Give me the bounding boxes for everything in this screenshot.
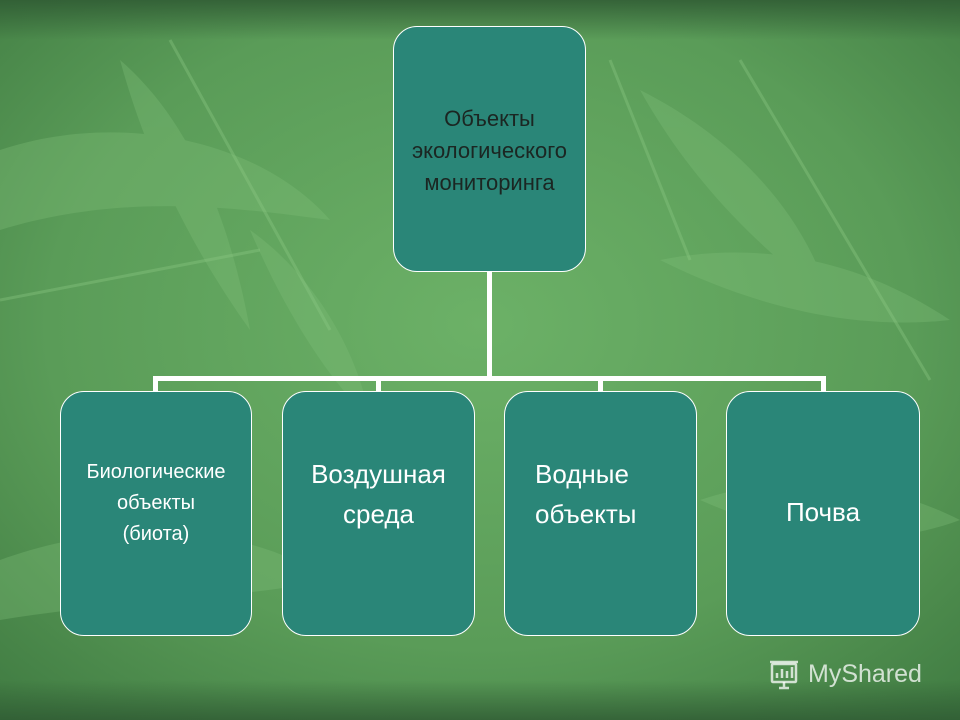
- watermark-text: MyShared: [808, 659, 922, 688]
- connector-drop-4: [821, 376, 826, 392]
- connector-drop-1: [153, 376, 158, 392]
- connector-drop-3: [598, 376, 603, 392]
- root-node: Объекты экологического мониторинга: [393, 26, 586, 272]
- root-node-label: Объекты экологического мониторинга: [411, 106, 568, 195]
- watermark: MyShared: [766, 654, 922, 694]
- child-node-water: Водные объекты: [504, 391, 697, 636]
- child-node-biota: Биологические объекты (биота): [60, 391, 252, 636]
- connector-trunk: [487, 272, 492, 378]
- child-node-label: Водные объекты: [535, 458, 637, 529]
- presentation-board-icon: [770, 660, 798, 690]
- connector-drop-2: [376, 376, 381, 392]
- connector-bar: [153, 376, 826, 381]
- child-node-air: Воздушная среда: [282, 391, 475, 636]
- child-node-label: Почва: [785, 496, 861, 527]
- child-node-label: Биологические объекты (биота): [86, 461, 226, 545]
- child-node-soil: Почва: [726, 391, 920, 636]
- child-node-label: Воздушная среда: [311, 458, 446, 529]
